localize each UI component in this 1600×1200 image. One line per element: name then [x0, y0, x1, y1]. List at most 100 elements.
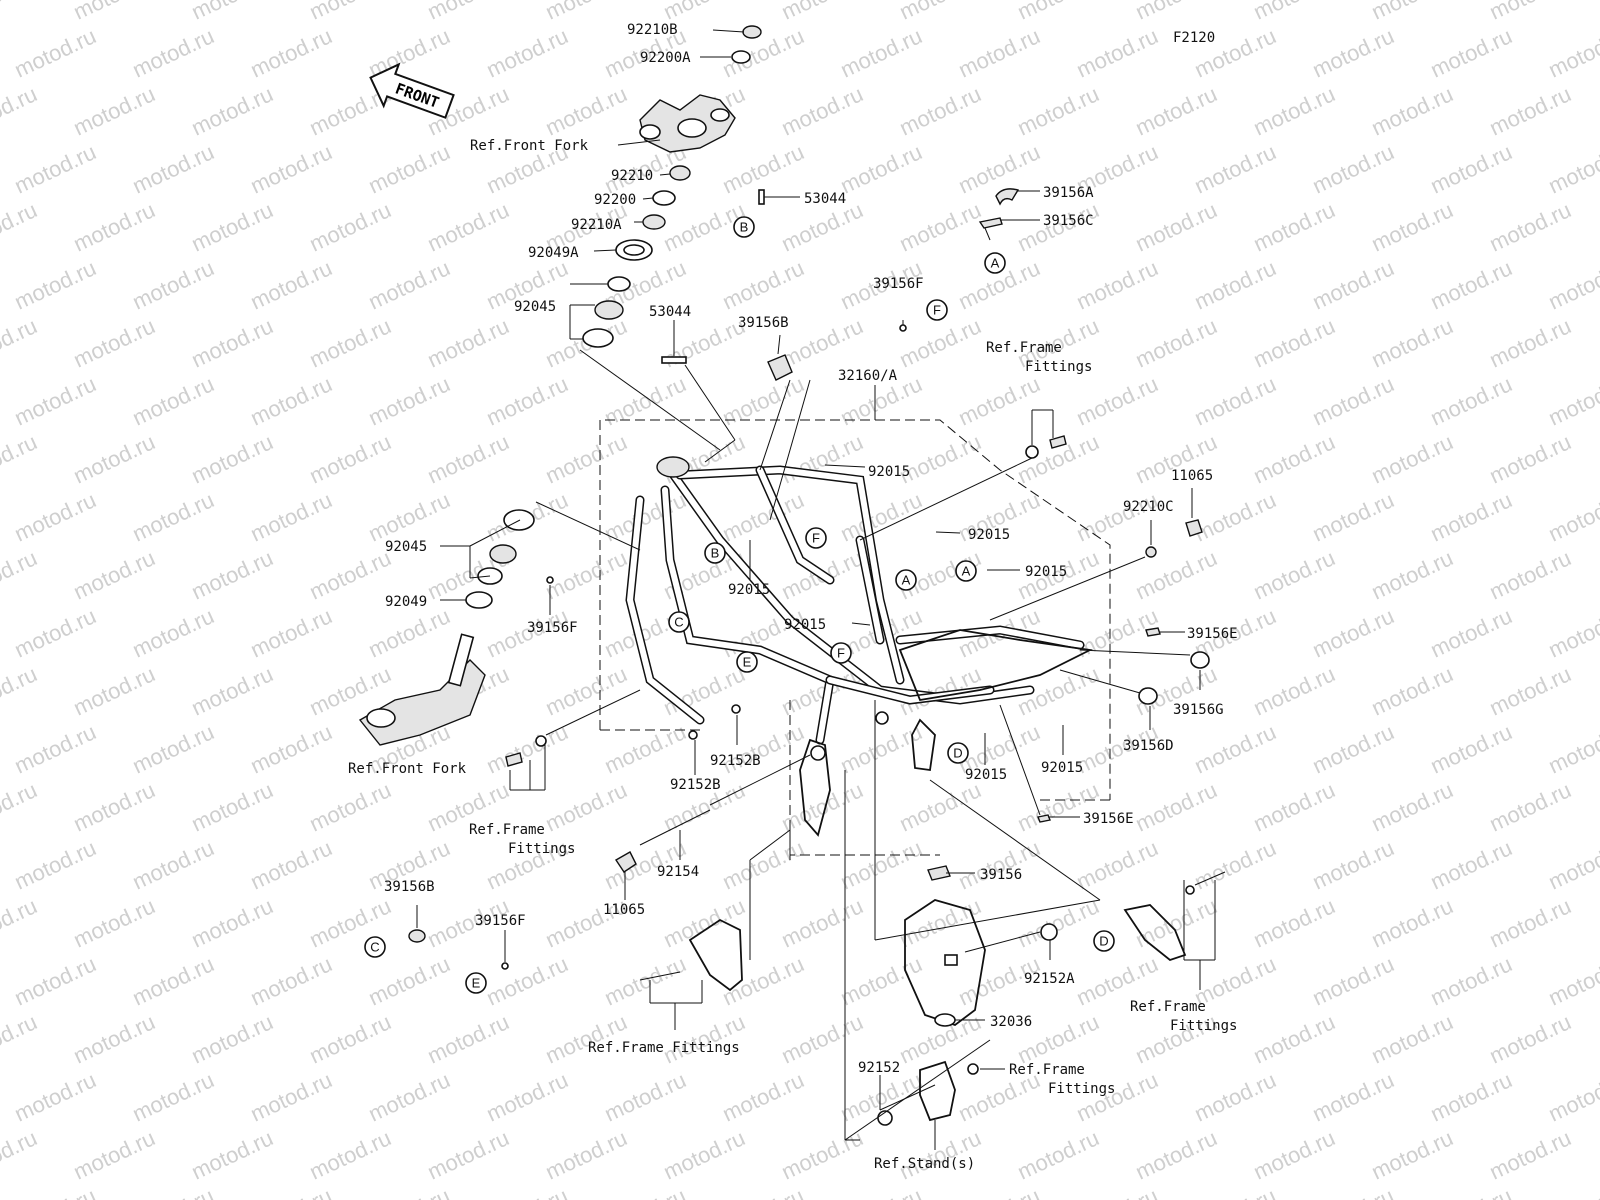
- watermark-text: motod.ru: [719, 371, 808, 430]
- watermark-text: motod.ru: [1073, 371, 1162, 430]
- watermark-text: motod.ru: [1486, 0, 1575, 25]
- watermark-text: motod.ru: [660, 893, 749, 952]
- label-92210B: 92210B: [627, 22, 678, 38]
- watermark-text: motod.ru: [1427, 835, 1516, 894]
- watermark-text: motod.ru: [1545, 371, 1600, 430]
- nut-92210C-part: [1145, 546, 1157, 558]
- callout-a-top: A: [984, 252, 1006, 274]
- watermark-text: motod.ru: [1427, 603, 1516, 662]
- seal-92049-part: [465, 591, 493, 609]
- svg-text:D: D: [1099, 934, 1108, 949]
- watermark-text: motod.ru: [896, 0, 985, 25]
- watermark-text: motod.ru: [11, 1067, 100, 1126]
- watermark-text: motod.ru: [11, 371, 100, 430]
- watermark-text: motod.ru: [424, 1009, 513, 1068]
- watermark-text: motod.ru: [0, 429, 41, 488]
- watermark-text: motod.ru: [1132, 197, 1221, 256]
- watermark-text: motod.ru: [1250, 0, 1339, 25]
- watermark-text: motod.ru: [247, 371, 336, 430]
- watermark-text: motod.ru: [1250, 777, 1339, 836]
- watermark-text: motod.ru: [1309, 835, 1398, 894]
- watermark-text: motod.ru: [1250, 893, 1339, 952]
- watermark-text: motod.ru: [955, 371, 1044, 430]
- watermark-text: motod.ru: [1132, 1125, 1221, 1184]
- watermark-text: motod.ru: [1368, 545, 1457, 604]
- bolt-11065-right-part: [1185, 519, 1203, 537]
- watermark-text: motod.ru: [1368, 777, 1457, 836]
- label-39156: 39156: [980, 867, 1022, 883]
- seal-92049A-part: [615, 239, 653, 261]
- label-39156A: 39156A: [1043, 185, 1094, 201]
- watermark-text: motod.ru: [11, 603, 100, 662]
- watermark-text: motod.ru: [837, 487, 926, 546]
- watermark-text: motod.ru: [778, 893, 867, 952]
- watermark-text: motod.ru: [778, 0, 867, 25]
- watermark-text: motod.ru: [1309, 1067, 1398, 1126]
- part-labels: 92210B 92200A Ref.Front Fork 92210 92200…: [348, 22, 1238, 1172]
- callout-f-top: F: [926, 299, 948, 321]
- watermark-text: motod.ru: [896, 313, 985, 372]
- watermark-text: motod.ru: [1545, 139, 1600, 198]
- bolt-ref-frame-top-part: [1049, 435, 1067, 449]
- watermark-text: motod.ru: [719, 255, 808, 314]
- label-39156G: 39156G: [1173, 702, 1224, 718]
- label-92045-left: 92045: [385, 539, 427, 555]
- washer-ref-frame-left-part: [535, 735, 547, 747]
- plate-39156-part: [927, 865, 951, 881]
- watermark-text: motod.ru: [1486, 777, 1575, 836]
- watermark-text: motod.ru: [660, 0, 749, 25]
- watermark-text: motod.ru: [1486, 429, 1575, 488]
- watermark-text: motod.ru: [188, 1009, 277, 1068]
- watermark-text: motod.ru: [188, 661, 277, 720]
- watermark-text: motod.ru: [247, 139, 336, 198]
- watermark-text: motod.ru: [955, 139, 1044, 198]
- watermark-text: motod.ru: [1191, 255, 1280, 314]
- svg-text:E: E: [743, 655, 752, 670]
- label-39156D: 39156D: [1123, 738, 1174, 754]
- watermark-text: motod.ru: [1014, 0, 1103, 25]
- watermark-text: motod.ru: [365, 1183, 454, 1200]
- svg-text:D: D: [953, 746, 962, 761]
- watermark-text: motod.ru: [188, 777, 277, 836]
- watermark-text: motod.ru: [0, 893, 41, 952]
- label-92049: 92049: [385, 594, 427, 610]
- label-92015-a: 92015: [868, 464, 910, 480]
- watermark-text: motod.ru: [837, 951, 926, 1010]
- watermark-text: motod.ru: [247, 951, 336, 1010]
- label-11065-bottom: 11065: [603, 902, 645, 918]
- svg-text:F: F: [837, 646, 845, 661]
- watermark-text: motod.ru: [483, 371, 572, 430]
- watermark-text: motod.ru: [660, 1125, 749, 1184]
- label-ref-frame-stand-1: Ref.Frame: [1009, 1062, 1085, 1078]
- watermark-text: motod.ru: [1191, 139, 1280, 198]
- watermark-text: motod.ru: [1427, 487, 1516, 546]
- watermark-text: motod.ru: [1545, 603, 1600, 662]
- clip-39156E-bottom-part: [1037, 814, 1051, 823]
- watermark-text: motod.ru: [188, 0, 277, 25]
- label-ref-frame-right-2: Fittings: [1170, 1018, 1237, 1034]
- bearing-92045-top-part: [582, 276, 631, 348]
- watermark-text: motod.ru: [1309, 603, 1398, 662]
- label-ref-stands: Ref.Stand(s): [874, 1156, 975, 1172]
- watermark-text: motod.ru: [1309, 371, 1398, 430]
- svg-text:F: F: [933, 303, 941, 318]
- label-ref-front-fork-bottom: Ref.Front Fork: [348, 761, 467, 777]
- label-92210C: 92210C: [1123, 499, 1174, 515]
- watermark-text: motod.ru: [11, 487, 100, 546]
- watermark-text: motod.ru: [1427, 951, 1516, 1010]
- watermark-text: motod.ru: [1191, 835, 1280, 894]
- label-92152: 92152: [858, 1060, 900, 1076]
- frame-assembly-box: [599, 419, 1111, 856]
- watermark-text: motod.ru: [1250, 1125, 1339, 1184]
- watermark-text: motod.ru: [1132, 893, 1221, 952]
- watermark-text: motod.ru: [1191, 487, 1280, 546]
- label-ref-frame-right-1: Ref.Frame: [1130, 999, 1206, 1015]
- watermark-text: motod.ru: [1545, 255, 1600, 314]
- watermark-text: motod.ru: [0, 545, 41, 604]
- watermark-text: motod.ru: [1191, 1183, 1280, 1200]
- watermark-text: motod.ru: [1132, 545, 1221, 604]
- nut-92210B-part: [742, 25, 762, 39]
- watermark-text: motod.ru: [306, 0, 395, 25]
- watermark-text: motod.ru: [70, 429, 159, 488]
